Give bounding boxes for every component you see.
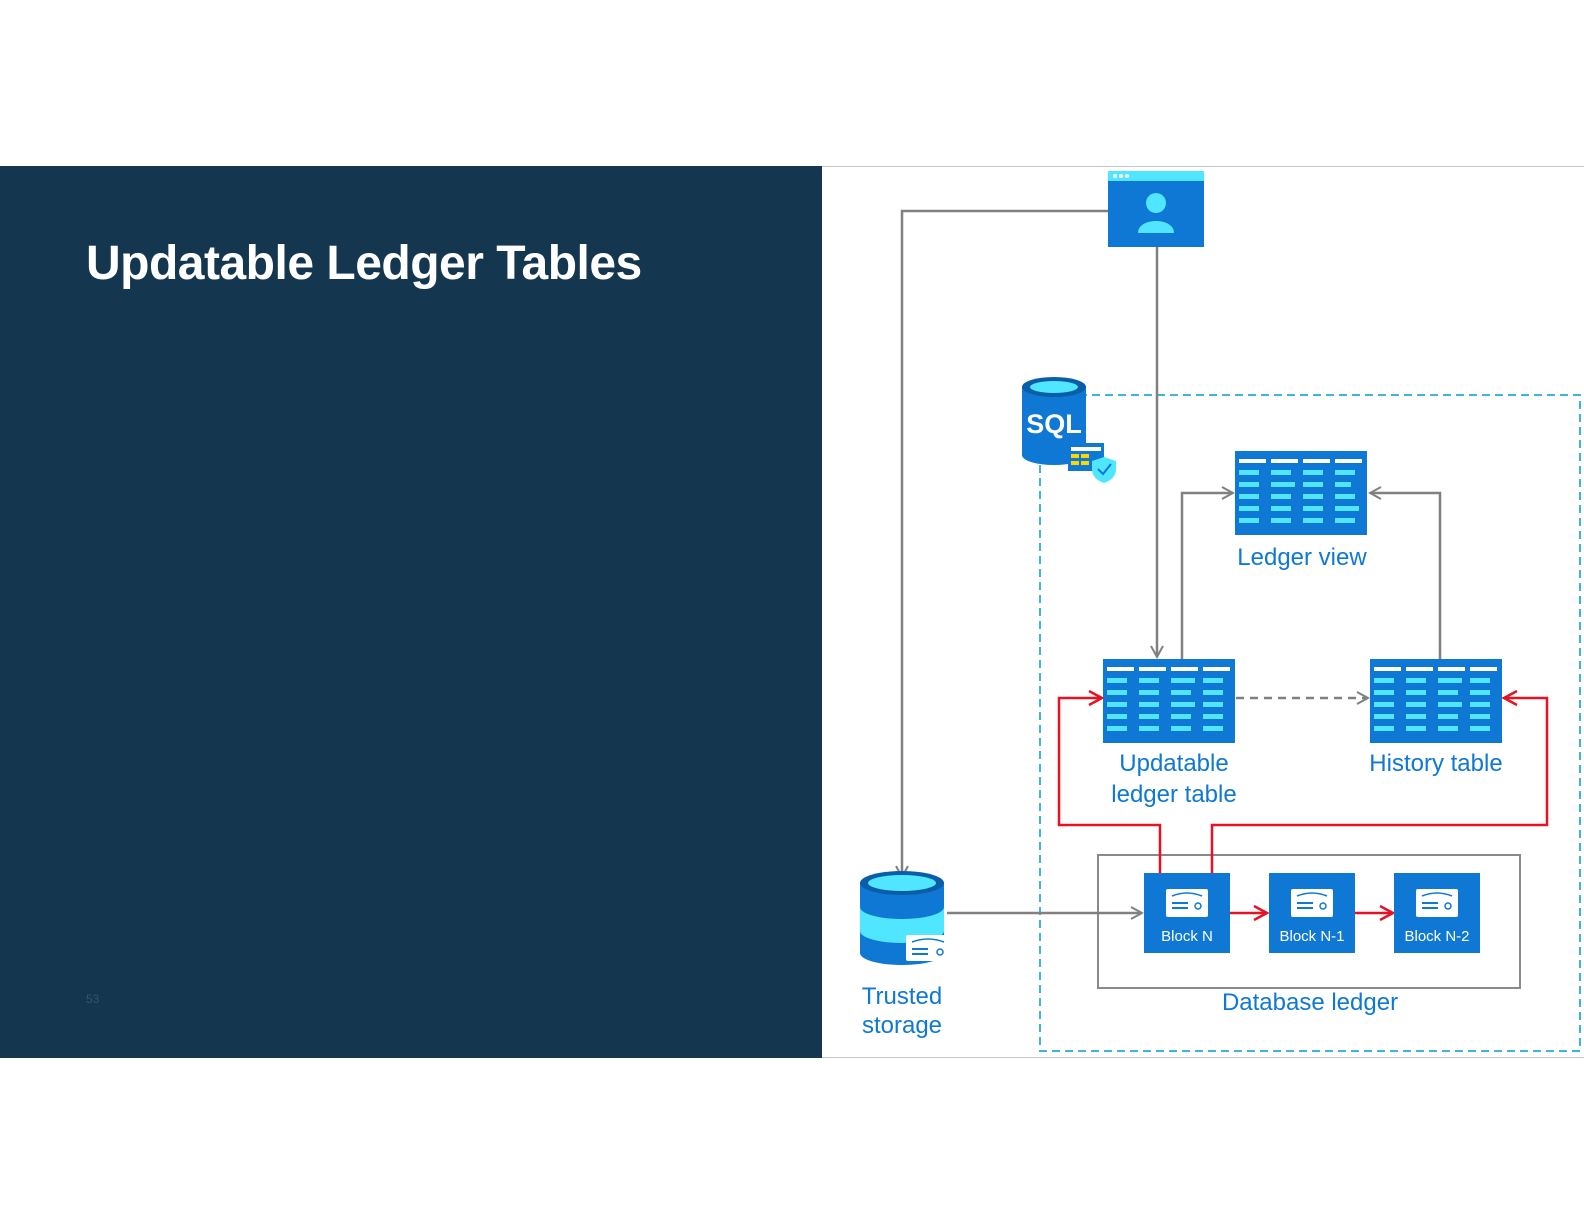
block-icon [1291,889,1333,917]
slide: Updatable Ledger Tables 53 [0,166,1584,1058]
ledger-view-table-icon [1235,451,1367,535]
updatable-table-label-line2: ledger table [1111,781,1236,808]
block-n-1-label: Block N-1 [1279,928,1344,945]
database-ledger-container [1097,854,1521,989]
red-connectors [1057,698,1549,913]
history-table-icon [1370,659,1502,743]
block-n: Block N [1144,873,1230,953]
page-number: 53 [86,992,100,1006]
user-icon [1108,171,1204,247]
block-n-label: Block N [1161,928,1213,945]
updatable-table-label-line1: Updatable [1119,750,1228,777]
storage-icon [860,871,950,965]
sql-database-icon: SQL [1022,377,1116,483]
title-panel: Updatable Ledger Tables 53 [0,166,822,1058]
block-icon [1416,889,1458,917]
updatable-ledger-table-icon [1103,659,1235,743]
block-icon [1166,889,1208,917]
ledger-view-label: Ledger view [1237,544,1367,571]
trusted-storage-label-line2: storage [862,1012,942,1039]
trusted-storage-label-line1: Trusted [862,983,942,1010]
block-n-2-label: Block N-2 [1404,928,1469,945]
history-table-label: History table [1369,750,1502,777]
block-n-1: Block N-1 [1269,873,1355,953]
slide-title: Updatable Ledger Tables [86,237,642,290]
diagram-panel: SQL [822,166,1584,1058]
database-ledger-label: Database ledger [1222,989,1398,1016]
sql-label: SQL [1026,409,1082,439]
ledger-architecture-diagram: SQL [860,171,1581,1052]
block-n-2: Block N-2 [1394,873,1480,953]
grey-connectors [902,209,1442,913]
